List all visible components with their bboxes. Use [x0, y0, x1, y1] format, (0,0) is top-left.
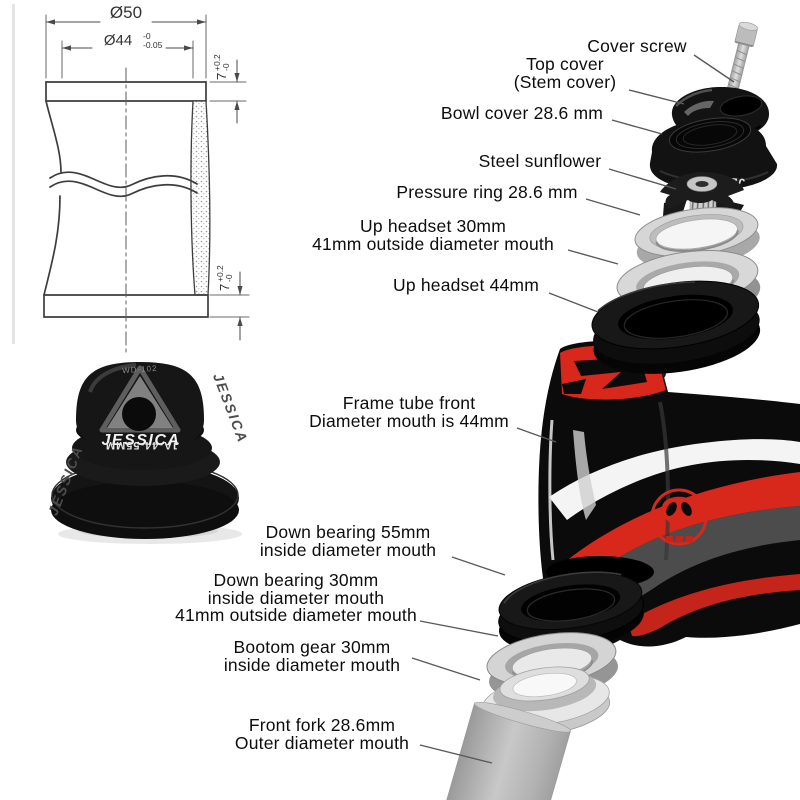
leader-lines [411, 54, 735, 764]
technical-drawing: Ø50 Ø44 -0 -0.05 7 +0.2 -0 7 +0.2 -0 [12, 3, 250, 353]
product-photo: JESSICA WD-102 JA-44-55MM JESSICA JESSIC… [45, 362, 251, 544]
leader-frame-tube [516, 427, 557, 443]
down-bearing-55-part [498, 571, 645, 652]
label-line: (Stem cover) [513, 71, 617, 92]
label-top-cover: Top cover (Stem cover) [513, 54, 617, 92]
svg-text:+0.2: +0.2 [215, 265, 225, 282]
side-text-right: JESSICA [210, 371, 251, 446]
label-cover-screw: Cover screw [587, 36, 687, 56]
label-line: inside diameter mouth [223, 654, 401, 675]
bowl-cover-part: JESSICA [649, 117, 778, 191]
label-line: inside diameter mouth [207, 587, 385, 608]
label-line: Bowl cover 28.6 mm [440, 103, 604, 123]
leader-up-headset-30 [567, 249, 619, 265]
size-code-text: JA-44-55MM [105, 439, 179, 451]
svg-text:+0.2: +0.2 [212, 54, 222, 71]
label-pressure-ring: Pressure ring 28.6 mm [396, 182, 578, 202]
leader-up-headset-44 [548, 292, 599, 313]
label-line: Front fork 28.6mm [248, 715, 396, 735]
label-line: Bootom gear 30mm [233, 637, 391, 657]
svg-text:-0: -0 [224, 274, 234, 282]
leader-pressure-ring [585, 198, 641, 216]
label-up-headset-30: Up headset 30mm 41mm outside diameter mo… [312, 216, 554, 254]
cover-screw-part [725, 21, 758, 97]
dim-inner-diameter: Ø44 [104, 32, 132, 49]
brand-text: JESSICA [102, 432, 181, 449]
up-headset-44-part [591, 280, 761, 374]
svg-text:-0: -0 [221, 63, 231, 71]
label-up-headset-44: Up headset 44mm [393, 275, 539, 295]
label-line: Steel sunflower [478, 151, 602, 171]
label-bottom-gear: Bootom gear 30mm inside diameter mouth [223, 637, 401, 675]
leader-bottom-gear [411, 657, 481, 681]
leader-top-cover [628, 89, 685, 105]
leader-cover-screw [693, 54, 735, 83]
label-bowl-cover: Bowl cover 28.6 mm [440, 103, 604, 123]
label-line: Down bearing 55mm [265, 522, 431, 542]
front-fork-part [438, 701, 571, 800]
leader-steel-sunflower [608, 168, 677, 190]
label-front-fork: Front fork 28.6mm Outer diameter mouth [234, 715, 410, 753]
label-frame-tube: Frame tube front Diameter mouth is 44mm [309, 393, 509, 431]
label-line: Up headset 44mm [393, 275, 539, 295]
label-steel-sunflower: Steel sunflower [478, 151, 602, 171]
svg-text:7: 7 [214, 73, 229, 80]
label-line: inside diameter mouth [259, 539, 437, 560]
leader-front-fork [419, 744, 493, 764]
svg-text:7: 7 [217, 284, 232, 291]
label-down-bearing-30: Down bearing 30mm inside diameter mouth … [175, 570, 417, 625]
label-line: 41mm outside diameter mouth [175, 605, 417, 625]
dimension-arrows [46, 19, 243, 326]
label-line: Down bearing 30mm [213, 570, 379, 590]
label-line: 41mm outside diameter mouth [312, 233, 554, 254]
alien-skull-logo [650, 488, 708, 546]
leader-down-bearing-55 [451, 556, 506, 576]
frame-tube-part [538, 340, 800, 649]
scan-edge [12, 4, 15, 344]
label-line: Pressure ring 28.6 mm [396, 182, 578, 202]
label-line: Outer diameter mouth [234, 732, 410, 753]
leader-bowl-cover [611, 119, 663, 135]
dim-height-bottom: 7 +0.2 -0 [215, 265, 234, 291]
model-code-text: WD-102 [122, 364, 158, 375]
dim-inner-tol-bottom: -0.05 [143, 40, 163, 50]
label-line: Diameter mouth is 44mm [309, 410, 509, 431]
dim-height-top: 7 +0.2 -0 [212, 54, 231, 80]
label-line: Top cover [526, 54, 604, 74]
label-line: Frame tube front [342, 393, 476, 413]
dim-inner-tol-top: -0 [143, 31, 151, 41]
label-line: Cover screw [587, 36, 687, 56]
dim-outer-diameter: Ø50 [110, 3, 142, 22]
label-line: Up headset 30mm [359, 216, 506, 236]
leader-down-bearing-30 [419, 620, 499, 637]
label-down-bearing-55: Down bearing 55mm inside diameter mouth [259, 522, 437, 560]
